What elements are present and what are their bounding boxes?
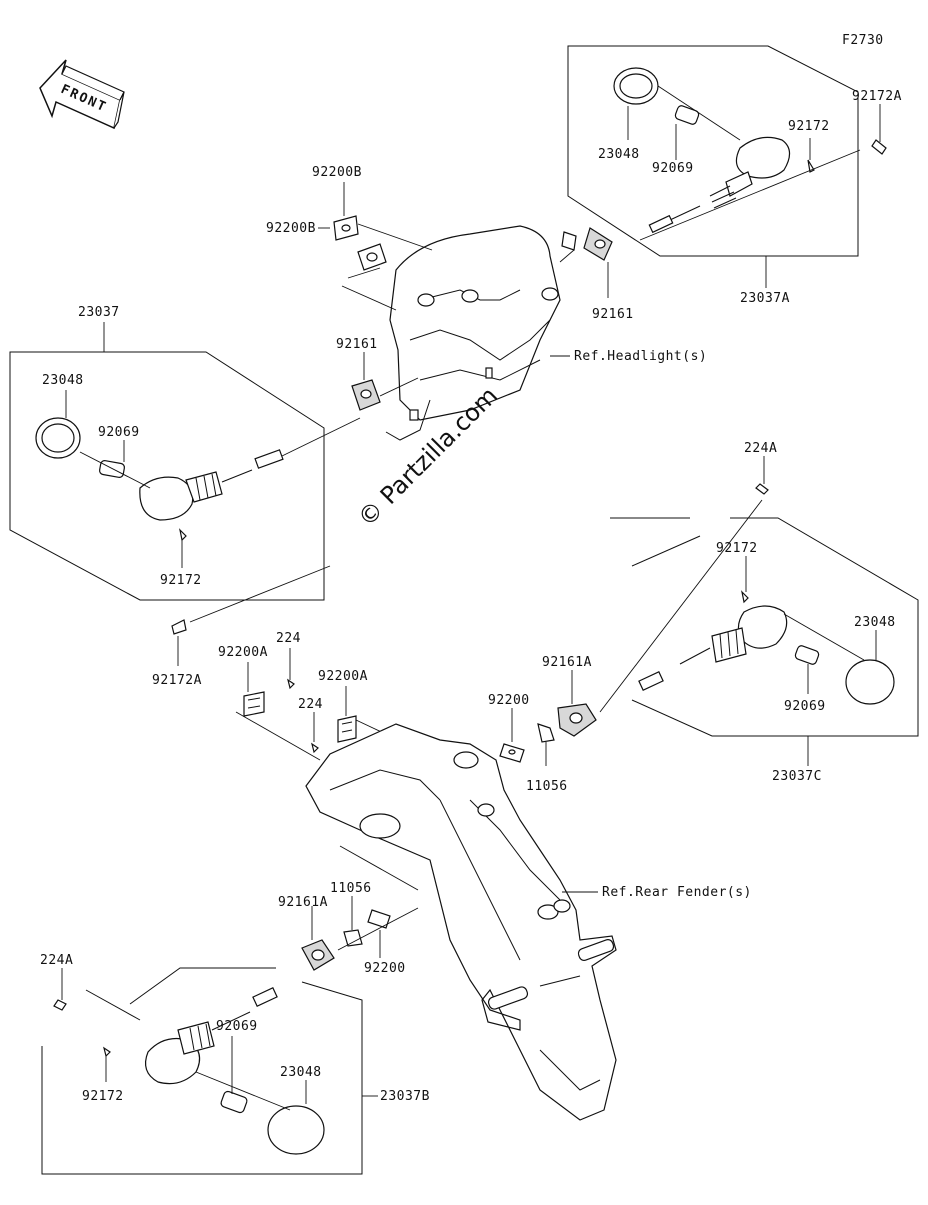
label-23048-left: 23048 <box>42 373 84 388</box>
label-92161-right: 92161 <box>592 307 634 322</box>
label-92069-right: 92069 <box>784 699 826 714</box>
label-224A-bottom: 224A <box>40 953 73 968</box>
screw-224-a[interactable] <box>287 678 295 690</box>
headlight-bracket <box>385 225 577 441</box>
label-92172-top-right: 92172 <box>788 119 830 134</box>
label-92069-left: 92069 <box>98 425 140 440</box>
bolt-224A-right[interactable] <box>755 483 769 495</box>
label-23037A: 23037A <box>740 291 790 306</box>
nut-11056-mid[interactable] <box>537 723 555 743</box>
label-92200B-b: 92200B <box>266 221 316 236</box>
label-23048-bottom: 23048 <box>280 1065 322 1080</box>
bulb-92069-right[interactable] <box>794 645 820 666</box>
label-92172A-left: 92172A <box>152 673 202 688</box>
label-92172-bottom: 92172 <box>82 1089 124 1104</box>
label-92200-bottom: 92200 <box>364 961 406 976</box>
bolt-92172A-top-right[interactable] <box>871 139 887 155</box>
screw-92172-bottom[interactable] <box>103 1046 111 1058</box>
label-92200-mid: 92200 <box>488 693 530 708</box>
lens-23048-left[interactable] <box>35 417 81 459</box>
front-arrow-icon: FRONT <box>39 59 125 130</box>
turn-signal-housing-right[interactable] <box>638 605 788 691</box>
label-11056-mid: 11056 <box>526 779 568 794</box>
label-92200A-b: 92200A <box>318 669 368 684</box>
bulb-92069-top-right[interactable] <box>674 105 700 126</box>
label-23037B: 23037B <box>380 1089 430 1104</box>
grommet-92161-right[interactable] <box>583 227 613 261</box>
mid-small-parts: 92200 11056 92161A <box>488 655 597 794</box>
clip-92200A-b[interactable] <box>337 715 357 743</box>
label-23037: 23037 <box>78 305 120 320</box>
label-92200A-a: 92200A <box>218 645 268 660</box>
label-92161-center: 92161 <box>336 337 378 352</box>
label-224-b: 224 <box>298 697 323 712</box>
rear-fender <box>305 723 617 1121</box>
lens-23048-bottom[interactable] <box>267 1105 325 1155</box>
figure-code: F2730 <box>842 33 884 48</box>
grommet-92161A-mid[interactable] <box>557 703 597 737</box>
nut-11056-bottom[interactable] <box>343 929 363 947</box>
turn-signal-housing-left[interactable] <box>139 449 284 521</box>
screw-92172-left[interactable] <box>179 528 187 542</box>
kit-23037B: 92161A 11056 92200 224A 92172 92069 2304… <box>40 845 430 1175</box>
label-92172-right: 92172 <box>716 541 758 556</box>
ref-headlight: Ref.Headlight(s) <box>574 349 707 364</box>
label-224-a: 224 <box>276 631 301 646</box>
label-11056-bottom: 11056 <box>330 881 372 896</box>
lens-23048-right[interactable] <box>845 659 895 705</box>
bulb-92069-left[interactable] <box>99 460 125 478</box>
label-92200B-a: 92200B <box>312 165 362 180</box>
kit-23037C: 224A 92172 23048 92069 23037C <box>599 441 919 784</box>
grommet-92161-center[interactable] <box>351 379 381 411</box>
clips-group: 92200A 224 92200A 224 <box>218 631 391 761</box>
label-23037C: 23037C <box>772 769 822 784</box>
label-92069-top-right: 92069 <box>652 161 694 176</box>
kit-23037A: 23048 92069 92172 92172A 23037A <box>567 45 902 306</box>
label-92069-bottom: 92069 <box>216 1019 258 1034</box>
lens-23048-top-right[interactable] <box>613 67 659 105</box>
turn-signal-housing-bottom[interactable] <box>145 987 278 1085</box>
bolt-224A-bottom[interactable] <box>53 999 67 1011</box>
label-224A-right: 224A <box>744 441 777 456</box>
label-23048-top-right: 23048 <box>598 147 640 162</box>
turn-signal-housing-top-right[interactable] <box>648 136 791 234</box>
kit-23037: 23037 23048 92069 92172 92172A <box>9 305 361 688</box>
grommets-92200B: 92200B 92200B <box>266 165 433 311</box>
label-23048-right: 23048 <box>854 615 896 630</box>
label-92172-left: 92172 <box>160 573 202 588</box>
plate-92200-bottom[interactable] <box>367 909 391 929</box>
screw-92172-right[interactable] <box>741 590 749 604</box>
label-92161A-bottom: 92161A <box>278 895 328 910</box>
label-92161A-mid: 92161A <box>542 655 592 670</box>
bolt-92172A-left[interactable] <box>171 619 187 635</box>
bulb-92069-bottom[interactable] <box>220 1090 248 1114</box>
screw-224-b[interactable] <box>311 742 319 754</box>
grommet-92161A-bottom[interactable] <box>301 939 335 971</box>
label-92172A-top-right: 92172A <box>852 89 902 104</box>
clip-92200A-a[interactable] <box>243 691 265 717</box>
ref-rear-fender: Ref.Rear Fender(s) <box>602 885 752 900</box>
